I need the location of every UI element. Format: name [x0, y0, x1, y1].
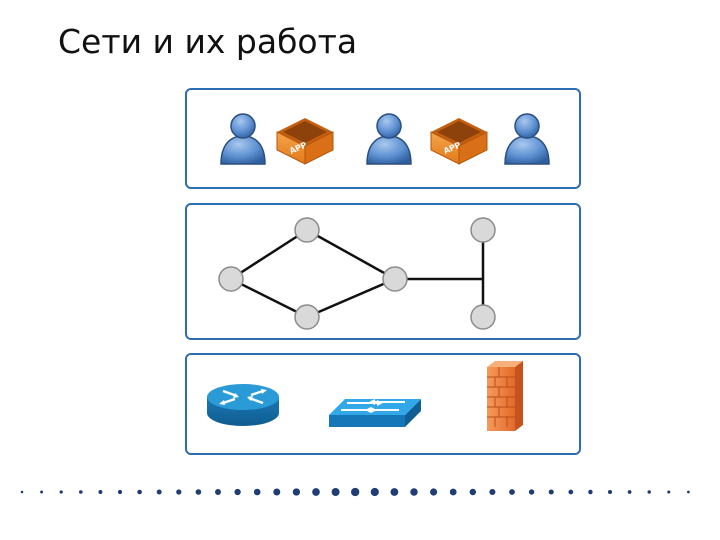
divider-dot	[568, 489, 574, 495]
network-link	[306, 228, 396, 281]
divider-dot	[273, 488, 281, 496]
divider-dot	[489, 488, 496, 496]
divider-dot	[195, 489, 202, 495]
divider-dot	[588, 489, 593, 495]
app-box-icon: APP	[430, 118, 488, 165]
divider-dot	[137, 489, 142, 495]
network-graph-icon	[218, 217, 496, 330]
divider-dot	[469, 488, 477, 496]
divider-dot	[117, 489, 123, 495]
divider-dot	[331, 488, 340, 496]
application-layer-frame: APP APP	[185, 88, 581, 189]
divider-dot	[370, 487, 379, 497]
network-links	[230, 228, 485, 319]
divider-dot	[687, 490, 690, 494]
application-layer-content: APP APP	[220, 113, 550, 165]
divider-dot	[79, 490, 83, 494]
divider-dot	[667, 490, 671, 494]
app-box-icon: APP	[276, 118, 334, 165]
divider-dot	[40, 490, 44, 494]
divider-dot	[20, 490, 24, 494]
divider-dot	[390, 488, 399, 496]
divider-dot	[528, 489, 535, 495]
user-icon	[366, 113, 412, 165]
divider-dot	[627, 490, 632, 494]
decorative-dot-divider	[20, 487, 690, 497]
network-link	[230, 228, 308, 281]
infrastructure-layer-content	[207, 361, 523, 431]
network-node	[470, 217, 496, 243]
page-title: Сети и их работа	[58, 22, 358, 61]
divider-dot	[59, 490, 63, 494]
divider-dot	[647, 490, 651, 494]
divider-dot	[548, 489, 554, 495]
divider-dot	[292, 488, 301, 496]
divider-dot	[410, 488, 418, 496]
divider-dot	[312, 488, 320, 496]
switch-icon	[329, 399, 421, 427]
divider-dot	[607, 489, 613, 495]
infrastructure-layer-frame	[185, 353, 581, 455]
divider-dot	[176, 489, 182, 495]
divider-dot	[509, 489, 515, 495]
user-icon	[220, 113, 266, 165]
network-node	[470, 304, 496, 330]
divider-dot	[156, 489, 162, 495]
divider-dot	[430, 488, 438, 496]
divider-dot	[449, 488, 457, 496]
network-node	[294, 217, 320, 243]
network-nodes	[218, 217, 496, 330]
divider-dot	[98, 490, 103, 494]
network-node	[382, 266, 408, 292]
network-node	[294, 304, 320, 330]
network-link	[306, 277, 396, 319]
divider-dot	[253, 488, 261, 496]
divider-dot	[215, 489, 221, 495]
user-icon	[504, 113, 550, 165]
firewall-icon	[487, 361, 523, 431]
divider-dot	[234, 488, 241, 496]
network-node	[218, 266, 244, 292]
divider-dot	[351, 487, 360, 497]
network-link	[230, 277, 308, 319]
router-icon	[207, 384, 279, 426]
network-layer-frame	[185, 203, 581, 340]
